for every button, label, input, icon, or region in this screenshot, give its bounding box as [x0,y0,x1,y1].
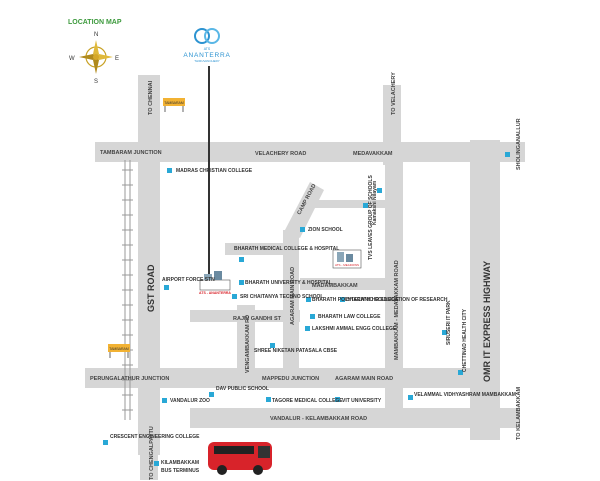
station-sign-top [163,98,185,112]
poi-markers [103,152,510,466]
roads [85,75,525,480]
crescent-label: CRESCENT ENGINEERING COLLEGE [110,434,200,440]
station-top-label: TAMBARAM [164,101,184,105]
to-velachery-label: TO VELACHERY [391,72,397,115]
compass-n: N [94,32,98,38]
vengambakkam-road-label: VENGAMBAKKAM RD [245,315,251,373]
kilambakkam-label: KILAMBAKKAM [161,460,199,466]
to-kelambakkam-label: TO KELAMBAKKAM [516,387,522,440]
perungalathur-junction-label: PERUNGALATHUR JUNCTION [90,376,169,382]
vandalur-kelambakkam-road-label: VANDALUR - KELAMBAKKAM ROAD [270,416,367,422]
logo-top: ATS [204,47,211,51]
railway-track [122,160,133,420]
bharath-law-label: BHARATH LAW COLLEGE [318,314,381,320]
shree-niketan-label: SHREE NIKETAN PATASALA CBSE [254,348,338,354]
bharath-polytechnic-label: BHARATH POLYTECHNIC COLLEGE [312,297,399,303]
siruseri-label: SIRUSERI IT PARK [446,300,452,345]
vit-label: VIT UNIVERSITY [342,398,382,404]
ats-meadows-label: ATS - MEADOWS [335,263,359,267]
tagore-label: TAGORE MEDICAL COLLEGE [272,398,343,404]
rajiv-gandhi-st-label: RAJIV GANDHI ST [233,316,282,322]
velammal-label: VELAMMAL VIDHYASHRAM MAMBAKKAM [414,392,516,398]
bharath-hr-label: BHARATH HR EDUCATION OF RESEARCH [346,297,448,303]
mambakkam-medavakkam-road-label: MAMBAKKAM - MEDAVAKKAM ROAD [394,260,400,360]
bus-icon [208,442,272,475]
lakshmi-label: LAKSHMI AMMAL ENGG COLLEGE [312,326,397,332]
logo-sub: THIRUVANCHERY [194,59,220,63]
omr-road [470,140,500,440]
bus-terminus-label: BUS TERMINUS [161,468,200,474]
zion-school-label: ZION SCHOOL [308,227,343,233]
mappedu-junction-label: MAPPEDU JUNCTION [262,376,319,382]
airport-label: AIRPORT FORCE STN [162,277,215,283]
station-sign-bottom [108,344,130,358]
agaram-main-road-horizontal-label: AGARAM MAIN ROAD [335,376,393,382]
velachery-road-label: VELACHERY ROAD [255,151,306,157]
compass-s: S [94,79,98,85]
chettinad-label: CHETTINAD HEALTH CITY [462,308,468,372]
madambakkam-label: MADAMBAKKAM [312,283,358,289]
sri-chaitanya-label: SRI CHAITANYA TECHNO SCHOOL [240,294,323,300]
project-marker [199,271,231,291]
vandalur-zoo-label: VANDALUR ZOO [170,398,210,404]
tvs-label: TVS LEAVES GROUP OF SCHOOLS [368,175,374,260]
medavakkam-label: MEDAVAKKAM [353,151,393,157]
bharath-medical-label: BHARATH MEDICAL COLLEGE & HOSPITAL [234,246,339,252]
project-marker-label: ATS - ANANTERRA [199,291,231,295]
gst-road-label: GST ROAD [146,264,156,312]
compass-e: E [115,56,119,62]
ananterra-logo [194,28,220,44]
ats-meadows-marker [332,249,362,269]
dav-label: DAV PUBLIC SCHOOL [216,386,269,392]
station-bottom-label: TAMBARAM [109,347,129,351]
logo-name: ANANTERRA [183,52,230,59]
agaram-main-road-vertical-label: AGARAM MAIN ROAD [290,267,296,325]
kamakshi-label: Kamakshi Nilayam [372,180,378,225]
tambaram-junction-label: TAMBARAM JUNCTION [100,150,162,156]
map-title: LOCATION MAP [68,19,122,26]
to-chengalpattu-label: TO CHENGALPATTU [149,426,155,480]
compass-w: W [69,56,75,62]
gst-road [138,75,160,455]
sholinganallur-label: SHOLINGANALLUR [516,118,522,170]
omr-highway-label: OMR IT EXPRESS HIGHWAY [482,261,492,382]
to-chennai-label: TO CHENNAI [148,80,154,115]
bharath-university-label: BHARATH UNIVERSITY & HOSPITAL [245,280,332,286]
madras-christian-label: MADRAS CHRISTIAN COLLEGE [176,168,253,174]
compass-icon [79,40,113,74]
